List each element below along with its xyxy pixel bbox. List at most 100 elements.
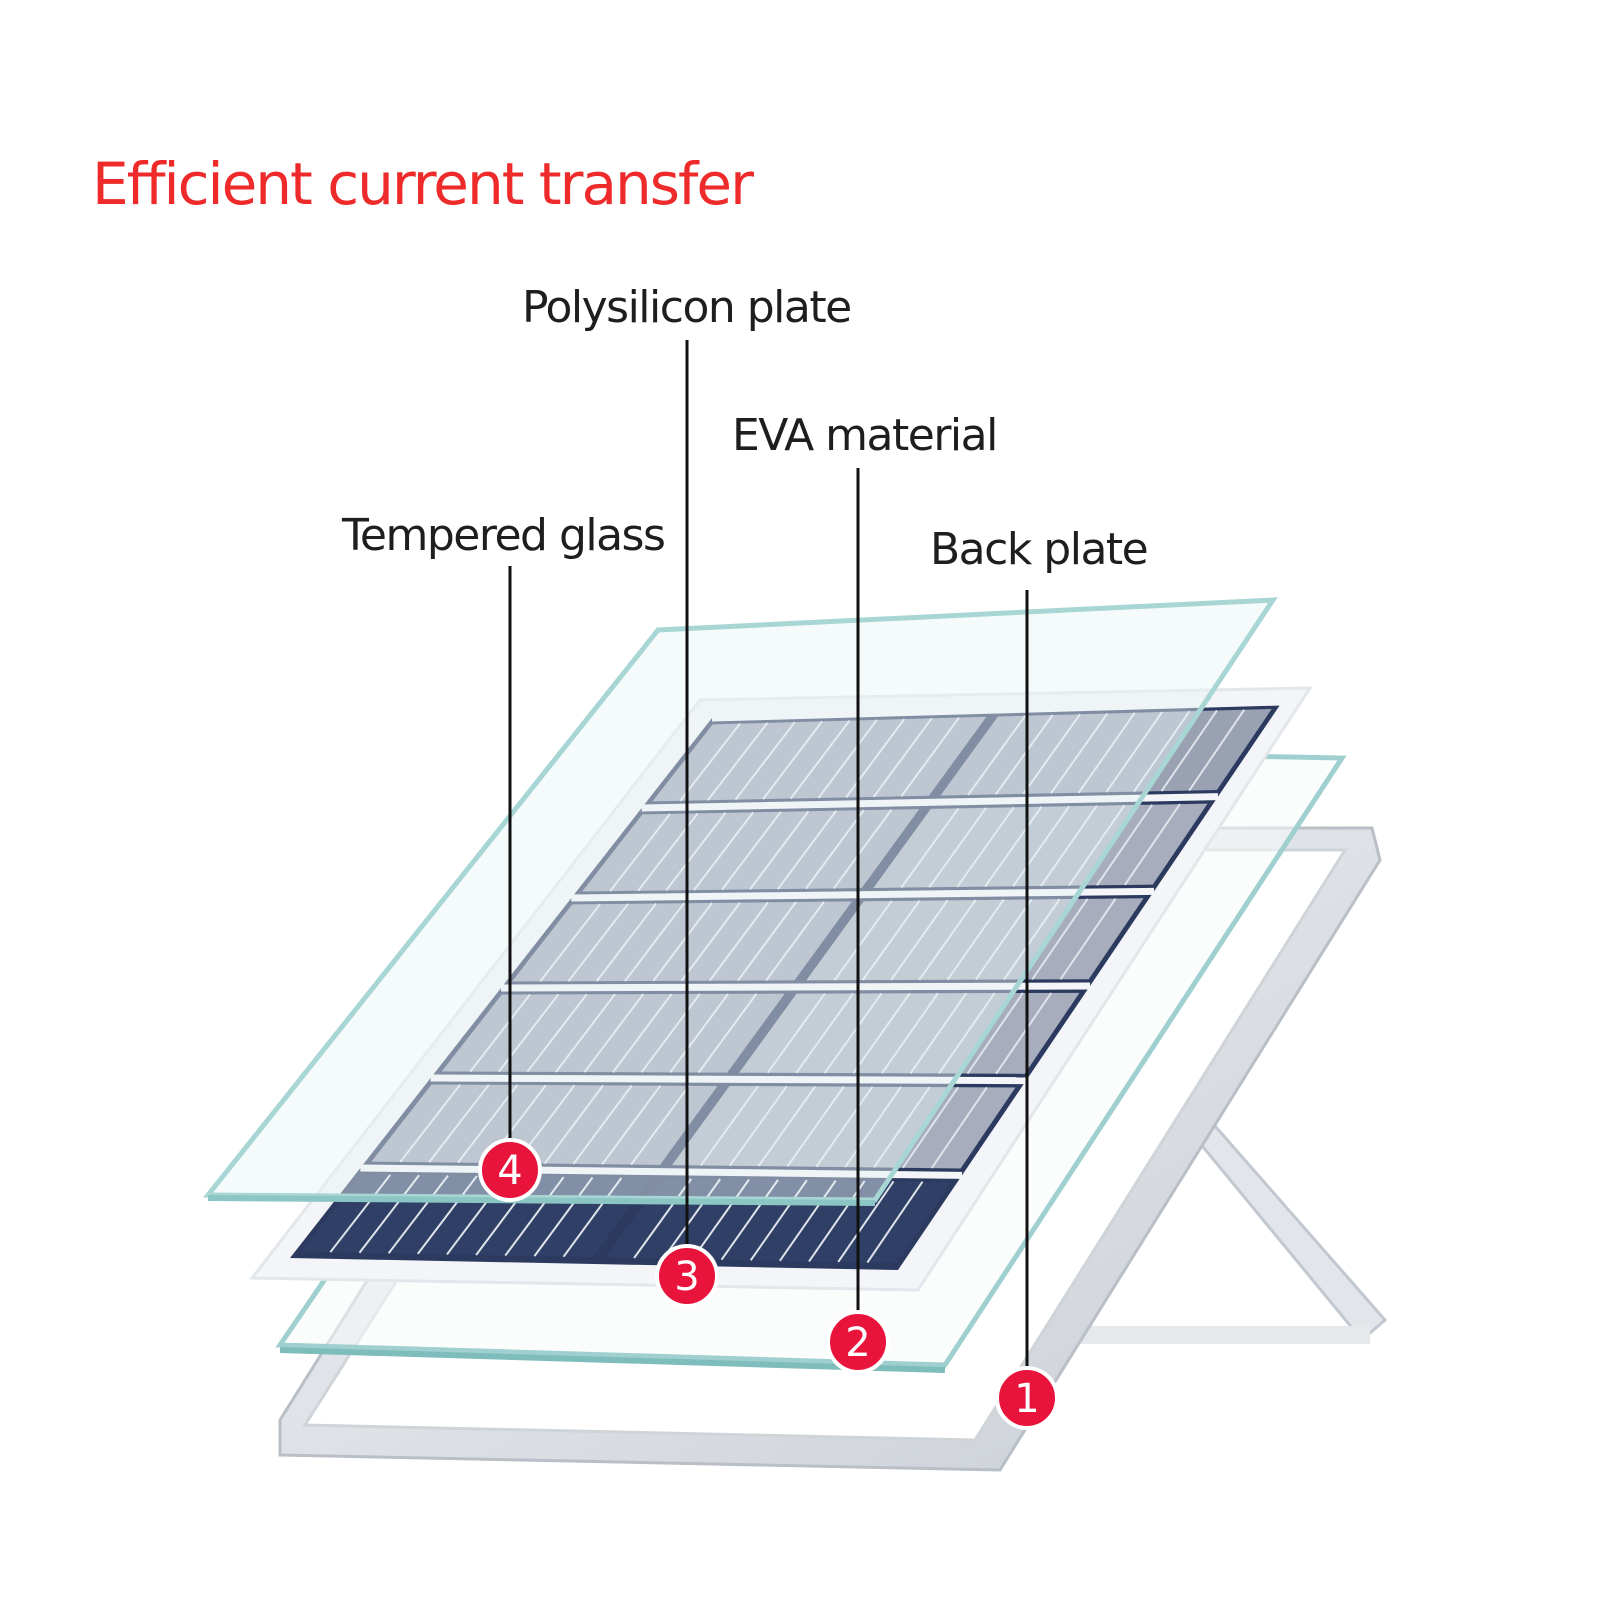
- cell-busbar: [930, 1086, 988, 1169]
- cell-busbar: [861, 900, 921, 981]
- layer-tempered-glass: [202, 597, 1278, 1206]
- cell-busbar: [457, 1084, 519, 1164]
- marker-3: 3: [655, 1244, 719, 1308]
- cell-busbar: [1188, 709, 1246, 792]
- leader-lines: [508, 340, 1029, 1390]
- cell-busbar: [572, 1084, 633, 1165]
- svg-text:2: 2: [845, 1320, 870, 1366]
- cell-busbar: [387, 1175, 449, 1254]
- cell-busbar: [765, 901, 825, 982]
- cell-busbar: [900, 716, 960, 797]
- cell-busbar: [691, 1178, 750, 1260]
- cell-busbar: [652, 902, 713, 982]
- cell-busbar: [833, 900, 893, 981]
- cell-busbar: [539, 903, 601, 982]
- cell-busbar: [795, 992, 854, 1074]
- cell-busbar: [866, 1181, 924, 1264]
- cell-busbar: [612, 993, 673, 1073]
- cell-busbar: [734, 721, 796, 801]
- cell-row-gap: [430, 1074, 1027, 1085]
- cell-busbar: [832, 809, 893, 890]
- cell-busbar: [749, 1179, 808, 1261]
- label-polysilicon-plate: Polysilicon plate: [522, 282, 852, 333]
- cell-busbar: [708, 901, 769, 982]
- cell-busbar: [595, 902, 657, 982]
- cell-busbar: [974, 898, 1033, 981]
- cell-busbar: [900, 807, 960, 889]
- cell-busbar: [1077, 712, 1136, 794]
- cell-busbar: [1050, 712, 1109, 794]
- cell-busbar: [938, 992, 996, 1075]
- cell-busbar: [815, 1086, 874, 1168]
- cell-busbar: [693, 811, 754, 891]
- cell-busbar: [737, 901, 797, 982]
- cell-busbar: [416, 1175, 478, 1255]
- cell-busbar: [789, 719, 851, 800]
- cell-busbar: [543, 1084, 604, 1165]
- cell-busbar: [845, 718, 906, 799]
- cell-busbar: [609, 813, 671, 892]
- cell-busbar: [766, 992, 826, 1074]
- cell-busbar: [469, 993, 531, 1073]
- label-tempered-glass: Tempered glass: [342, 510, 666, 561]
- cell-busbar: [533, 1176, 594, 1257]
- cell-busbar: [1040, 805, 1098, 887]
- cell-busbar: [804, 809, 865, 890]
- cell-busbar: [700, 1085, 759, 1167]
- cell-busbar: [1003, 898, 1061, 981]
- marker-4: 4: [478, 1138, 542, 1202]
- cell-busbar: [852, 992, 911, 1074]
- cell-busbar: [994, 714, 1054, 796]
- cell-busbar: [706, 722, 769, 801]
- cell-busbar: [428, 1084, 490, 1163]
- cell-busbar: [567, 903, 629, 982]
- cell-busbar: [909, 992, 968, 1074]
- cell-busbar: [786, 1086, 845, 1168]
- cell-busbar: [1133, 710, 1191, 793]
- cell-busbar: [890, 899, 949, 981]
- cell-busbar: [562, 1177, 623, 1258]
- cell-busbar: [946, 899, 1005, 981]
- label-back-plate: Back plate: [930, 524, 1149, 575]
- diagram-title: Efficient current transfer: [92, 150, 754, 218]
- cell-busbar: [697, 993, 758, 1074]
- cell-busbar: [779, 1180, 837, 1262]
- cell-busbar: [624, 902, 685, 982]
- cell-busbar: [1012, 805, 1071, 887]
- cell-busbar: [1022, 713, 1081, 795]
- cell-row-gap: [711, 698, 1283, 722]
- cell-busbar: [967, 715, 1027, 796]
- cell-row-gap: [571, 887, 1155, 902]
- cell-busbar: [928, 807, 987, 888]
- cell-busbar: [669, 993, 729, 1074]
- svg-text:4: 4: [497, 1148, 522, 1194]
- cell-busbar: [881, 992, 939, 1074]
- cell-busbar: [633, 1178, 693, 1259]
- cell-busbar: [601, 1085, 662, 1165]
- layer-polysilicon-plate: [248, 686, 1313, 1292]
- cell-row-gap: [500, 982, 1091, 992]
- cell-busbar: [662, 1178, 721, 1260]
- cell-busbar: [1105, 711, 1163, 793]
- marker-1: 1: [995, 1366, 1059, 1430]
- cell-busbar: [1059, 897, 1117, 980]
- cell-busbar: [984, 806, 1043, 888]
- cell-busbar: [665, 812, 727, 892]
- cell-busbar: [749, 810, 810, 891]
- cell-busbar: [777, 810, 837, 890]
- cell-busbar: [358, 1174, 420, 1254]
- cell-busbar: [640, 993, 701, 1073]
- cell-busbar: [1031, 898, 1089, 980]
- cell-busbar: [1160, 709, 1218, 792]
- cell-busbar: [555, 993, 616, 1073]
- cell-busbar: [679, 722, 741, 802]
- cell-row-gap: [360, 1164, 963, 1179]
- cell-busbar: [844, 1086, 902, 1168]
- svg-text:3: 3: [674, 1254, 699, 1300]
- cell-busbar: [956, 806, 1015, 888]
- cell-busbar: [995, 992, 1053, 1075]
- cell-busbar: [1124, 803, 1181, 886]
- cell-busbar: [837, 1180, 895, 1263]
- cell-busbar: [721, 811, 782, 891]
- marker-2: 2: [826, 1310, 890, 1374]
